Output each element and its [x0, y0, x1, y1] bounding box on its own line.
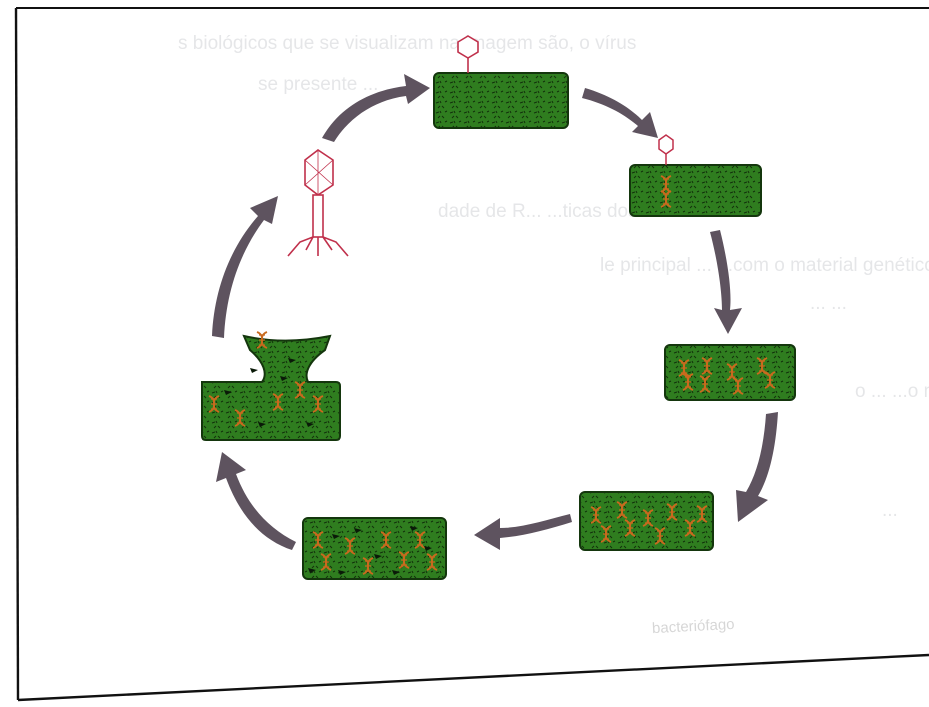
bacterial-cell	[434, 73, 568, 128]
arrow-to-release	[212, 196, 278, 338]
stage-attachment	[434, 36, 568, 128]
phage-head-on-cell-icon	[458, 36, 478, 73]
stage-lysis	[202, 332, 340, 440]
burst-cell-icon	[202, 336, 340, 440]
arrow-to-replication	[710, 230, 742, 334]
bacteriophage-icon	[288, 150, 348, 256]
stage-replication	[665, 345, 795, 400]
arrow-to-assembly	[474, 514, 572, 550]
bacterial-cell	[630, 165, 761, 216]
arrow-to-lysis	[216, 452, 296, 550]
arrow-to-attachment	[322, 74, 430, 142]
cycle-arrows	[212, 74, 778, 550]
arrow-to-injection	[582, 88, 658, 138]
stage-assembly	[303, 518, 446, 579]
arrow-to-synthesis	[736, 412, 778, 522]
stage-synthesis	[580, 492, 713, 550]
stage-injection	[630, 135, 761, 216]
